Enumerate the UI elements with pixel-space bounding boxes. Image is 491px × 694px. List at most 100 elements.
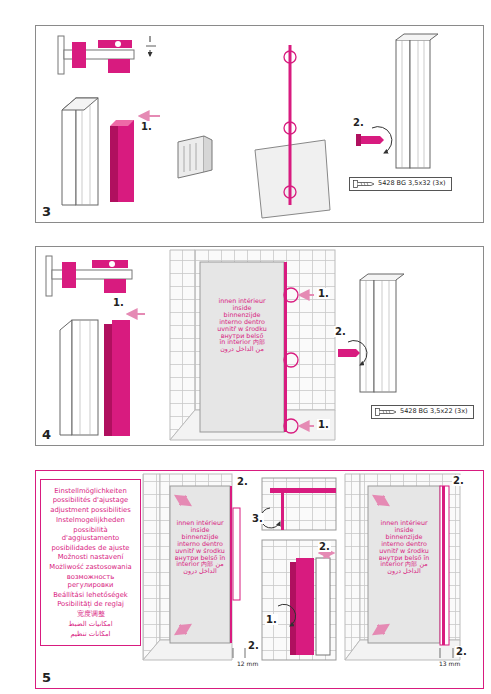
detail-inset	[270, 488, 336, 493]
adjustment-text: posibilidades de ajuste	[44, 544, 137, 552]
adjustment-text: Możliwość zastosowania	[44, 563, 137, 571]
hinge-detail	[108, 59, 130, 73]
wall-profile	[104, 324, 112, 436]
detail-inset	[320, 552, 333, 554]
glass-panel	[300, 425, 314, 427]
tiled-wall	[143, 474, 160, 660]
wall-profile	[62, 98, 76, 205]
tiled-wall	[230, 486, 232, 643]
glass-rod	[255, 140, 330, 218]
hinge-detail	[46, 256, 132, 296]
callout-number: 1.	[112, 297, 125, 308]
screw-head	[376, 409, 380, 416]
tiled-wall	[170, 250, 195, 440]
magenta-channel	[118, 120, 134, 202]
hinge-detail	[104, 279, 126, 293]
step-number: 4	[42, 427, 51, 442]
adjustment-text: possibilità d'aggiustamento	[44, 526, 137, 542]
hinge-detail	[115, 41, 121, 47]
tiled-wall	[345, 474, 460, 660]
glass-panel	[200, 262, 314, 433]
tiled-wall	[440, 648, 453, 658]
callout-number: 2.	[236, 476, 249, 487]
tiled-wall	[233, 508, 240, 600]
magenta-channel	[110, 120, 134, 126]
adjustment-text: possibilités d'ajustage	[44, 496, 137, 504]
screw-profile	[410, 40, 430, 168]
detail-inset	[262, 478, 336, 530]
adjustment-text: امکانات تنظیم	[44, 630, 137, 638]
wall-profile	[72, 320, 98, 435]
hinge-detail	[58, 36, 156, 74]
wall-profile	[60, 314, 145, 436]
wall-profile	[112, 320, 130, 436]
clip-part	[178, 136, 204, 178]
screw-profile	[356, 34, 438, 168]
screw-thread	[361, 183, 368, 186]
magenta-channel	[110, 126, 118, 202]
screw-profile	[360, 280, 374, 392]
hinge-detail	[62, 262, 76, 288]
screw-profile	[338, 349, 360, 357]
adjustment-text: Možnosti nastavení	[44, 553, 137, 561]
tiled-wall	[374, 625, 388, 634]
callout-number: 2.	[318, 541, 331, 552]
hinge-detail	[109, 261, 115, 267]
tiled-wall	[442, 486, 445, 645]
step-panel: 5428 BG 3,5x32 (3x)3	[35, 25, 484, 223]
adjustment-text: امکانیات الضبط	[44, 620, 137, 628]
screw-profile	[374, 280, 396, 392]
tiled-wall	[368, 486, 440, 643]
hinge-detail	[98, 40, 132, 48]
adjustment-text: Beállítási lehetőségek	[44, 591, 137, 599]
wall-profile	[82, 104, 90, 205]
screw-profile	[396, 34, 438, 40]
wall-profile	[62, 98, 98, 110]
screw-profile	[372, 127, 392, 153]
wall-profile	[80, 320, 90, 435]
adjustment-text: 宽度调整	[44, 610, 137, 618]
callout-number: 2.	[452, 475, 465, 486]
wall-profile	[76, 98, 98, 205]
glass-rod	[289, 45, 292, 205]
callout-number: 1.	[140, 121, 153, 132]
adjustment-text: Posibilități de reglaj	[44, 600, 137, 608]
magenta-channel	[140, 115, 160, 117]
callout-number: 2.	[247, 640, 260, 651]
dimension-label: 12 mm	[236, 661, 259, 668]
wall-profile	[128, 313, 145, 315]
callout-number: 2.	[455, 646, 468, 657]
clip-part	[204, 136, 212, 172]
tiled-wall	[345, 474, 360, 660]
detail-inset	[296, 558, 314, 655]
glass-panel	[200, 262, 284, 432]
screw-spec-box: 5428 BG 3,5x22 (3x)	[371, 405, 474, 419]
screw-profile	[396, 40, 410, 168]
callout-number: 3.	[251, 513, 264, 524]
tiled-wall	[170, 486, 230, 643]
screw-icon	[353, 180, 375, 188]
glass-panel	[284, 353, 298, 367]
interior-side-note: innen intérieur inside binnenzijde inter…	[174, 520, 226, 575]
screw-spec-box: 5428 BG 3,5x32 (3x)	[349, 177, 452, 191]
glass-panel	[284, 288, 298, 302]
glass-panel	[284, 419, 298, 433]
callout-number: 1.	[265, 614, 278, 625]
adjustment-text: Einstellmöglichkeiten	[44, 487, 137, 495]
screw-spec: 5428 BG 3,5x22 (3x)	[400, 408, 468, 416]
screw-profile	[348, 341, 367, 365]
glass-rod	[255, 45, 330, 218]
detail-inset	[316, 558, 330, 655]
tiled-wall	[440, 486, 449, 645]
adjustment-text: Instelmogelijkheden	[44, 516, 137, 524]
screw-shank	[358, 183, 375, 186]
detail-inset	[262, 540, 336, 660]
dimension-label: 13 mm	[438, 661, 461, 668]
detail-inset	[281, 493, 284, 530]
callout-number: 1.	[317, 419, 330, 430]
tiled-wall	[176, 625, 190, 634]
hinge-detail	[58, 36, 64, 74]
screw-thread	[383, 411, 390, 414]
screw-spec: 5428 BG 3,5x32 (3x)	[378, 180, 446, 188]
